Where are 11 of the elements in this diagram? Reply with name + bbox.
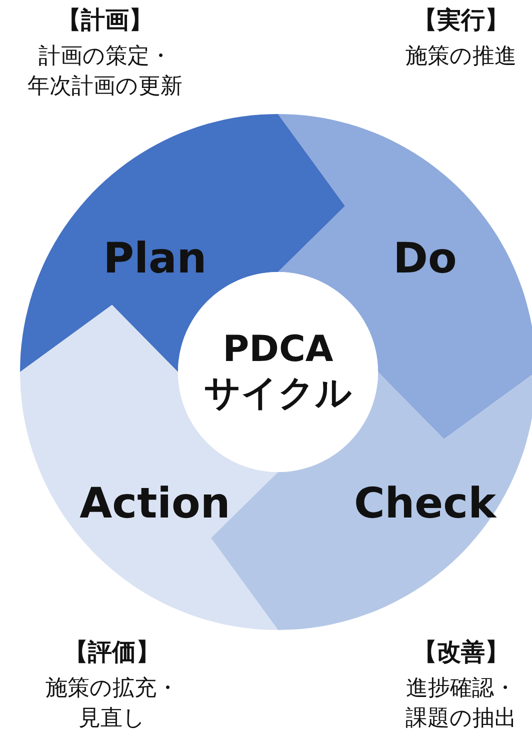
step-description: 進捗確認・課題の抽出 bbox=[404, 675, 518, 733]
step-heading: 【計画】 bbox=[57, 5, 153, 36]
step-description: 施策の拡充・見直し bbox=[44, 675, 180, 733]
step-heading: 【評価】 bbox=[64, 637, 160, 668]
step-heading: 【改善】 bbox=[413, 637, 509, 668]
segment-label: Action bbox=[80, 478, 230, 528]
step-description: 計画の策定・年次計画の更新 bbox=[26, 43, 184, 101]
step-description: 施策の推進 bbox=[404, 43, 518, 71]
step-heading: 【実行】 bbox=[413, 5, 509, 36]
segment-label: Check bbox=[354, 478, 496, 528]
segment-label: Do bbox=[393, 234, 457, 282]
